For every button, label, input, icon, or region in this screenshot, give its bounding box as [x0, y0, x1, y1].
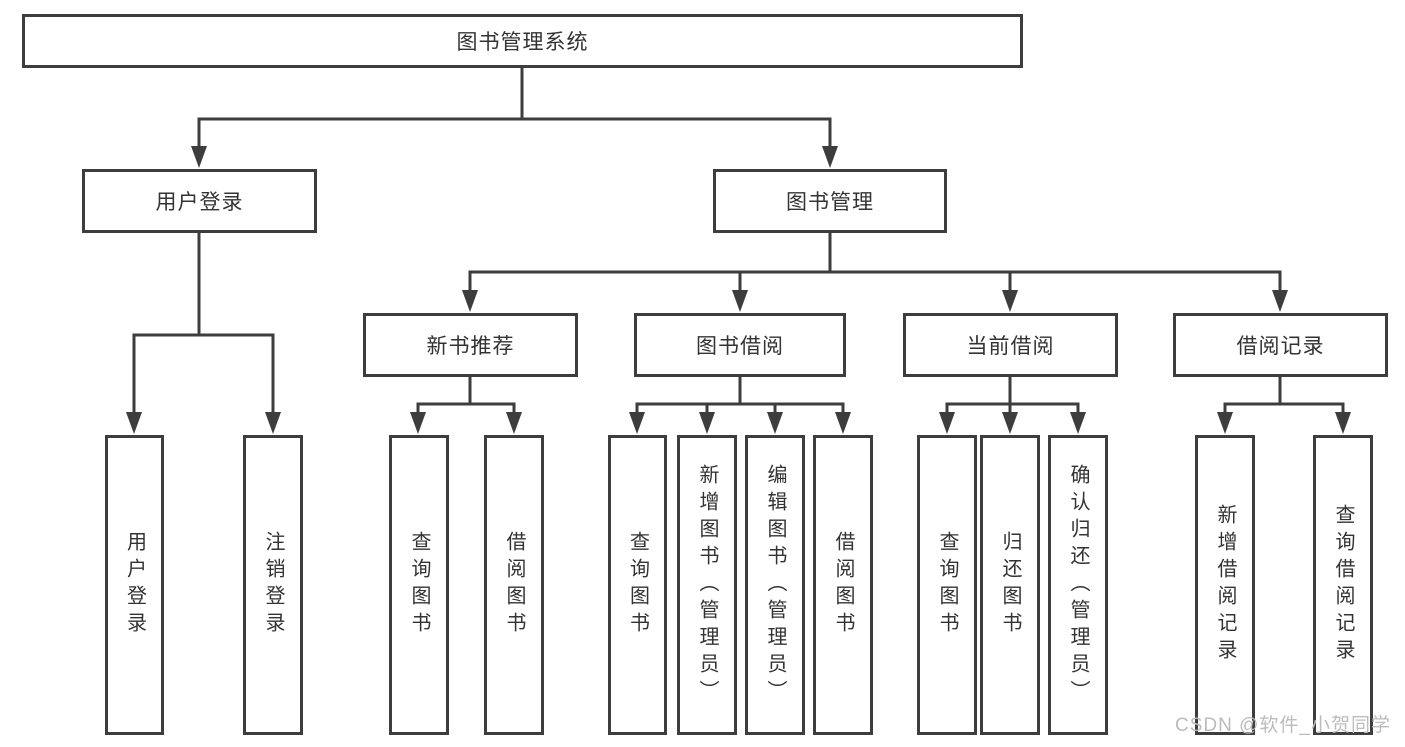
connector-current-borrow-to-leaves [945, 375, 1080, 416]
leaf-records-add-record-label: 新增借阅记录 [1214, 504, 1236, 666]
arrowhead [699, 412, 715, 434]
arrowhead [1070, 412, 1086, 434]
leaf-logout: 注销登录 [243, 435, 303, 735]
arrowhead [1272, 290, 1288, 312]
arrowhead [1217, 412, 1233, 434]
arrowhead [462, 290, 478, 312]
arrowhead [410, 412, 426, 434]
leaf-records-query-record-label: 查询借阅记录 [1332, 504, 1354, 666]
node-borrow-records-label: 借阅记录 [1236, 335, 1325, 358]
arrowhead [939, 412, 955, 434]
arrowhead [1002, 290, 1018, 312]
connector-book-mgmt-to-level3 [468, 231, 1282, 294]
leaf-user-login-label: 用户登录 [123, 531, 146, 639]
leaf-rec-borrow-books-label: 借阅图书 [503, 531, 525, 639]
arrowhead [126, 412, 142, 434]
arrowhead [822, 146, 838, 168]
connector-user-login-to-leaves [132, 231, 275, 416]
leaf-rec-query-books: 查询图书 [389, 435, 449, 735]
csdn-watermark: CSDN @软件_小贺同学 [1175, 715, 1391, 736]
node-root-label: 图书管理系统 [456, 31, 589, 54]
leaf-borrow-add-books-admin-label: 新增图书（管理员） [696, 463, 718, 707]
leaf-rec-query-books-label: 查询图书 [408, 531, 430, 639]
arrowhead [767, 412, 783, 434]
leaf-borrow-edit-books-admin-label: 编辑图书（管理员） [764, 463, 786, 707]
node-book-mgmt: 图书管理 [713, 169, 947, 233]
leaf-borrow-query-books: 查询图书 [608, 435, 667, 735]
arrowhead [1002, 412, 1018, 434]
connector-new-book-rec-to-leaves [416, 375, 516, 416]
leaf-borrow-query-books-label: 查询图书 [626, 531, 649, 639]
connector-book-borrow-to-leaves [635, 375, 845, 416]
arrowhead [835, 412, 851, 434]
connector-borrow-records-to-leaves [1223, 375, 1345, 416]
leaf-current-return-books: 归还图书 [980, 435, 1040, 735]
leaf-records-add-record: 新增借阅记录 [1195, 435, 1255, 735]
leaf-current-confirm-return-admin: 确认归还（管理员） [1048, 435, 1108, 735]
leaf-logout-label: 注销登录 [262, 531, 284, 639]
node-current-borrow: 当前借阅 [903, 313, 1118, 377]
arrowhead [265, 412, 281, 434]
leaf-user-login: 用户登录 [105, 435, 164, 735]
arrowhead [506, 412, 522, 434]
connector-root-to-level2 [197, 66, 832, 150]
node-user-login-label: 用户登录 [155, 191, 244, 214]
node-user-login: 用户登录 [82, 169, 317, 233]
node-book-borrow-label: 图书借阅 [696, 335, 784, 358]
leaf-borrow-add-books-admin: 新增图书（管理员） [677, 435, 737, 735]
node-current-borrow-label: 当前借阅 [966, 335, 1055, 358]
node-borrow-records: 借阅记录 [1173, 313, 1388, 377]
leaf-borrow-edit-books-admin: 编辑图书（管理员） [745, 435, 805, 735]
leaf-current-query-books-label: 查询图书 [936, 531, 958, 639]
arrowhead [629, 412, 645, 434]
leaf-rec-borrow-books: 借阅图书 [484, 435, 544, 735]
node-book-mgmt-label: 图书管理 [786, 191, 874, 214]
leaf-current-query-books: 查询图书 [917, 435, 977, 735]
leaf-current-confirm-return-admin-label: 确认归还（管理员） [1067, 463, 1089, 707]
node-book-borrow: 图书借阅 [634, 313, 846, 377]
leaf-current-return-books-label: 归还图书 [999, 531, 1021, 639]
leaf-borrow-borrow-books: 借阅图书 [813, 435, 873, 735]
arrowhead [191, 146, 207, 168]
node-new-book-rec-label: 新书推荐 [426, 335, 515, 358]
arrowhead [732, 290, 748, 312]
leaf-records-query-record: 查询借阅记录 [1313, 435, 1373, 735]
arrowhead [1335, 412, 1351, 434]
leaf-borrow-borrow-books-label: 借阅图书 [832, 531, 854, 639]
node-root: 图书管理系统 [22, 14, 1023, 68]
node-new-book-rec: 新书推荐 [363, 313, 578, 377]
